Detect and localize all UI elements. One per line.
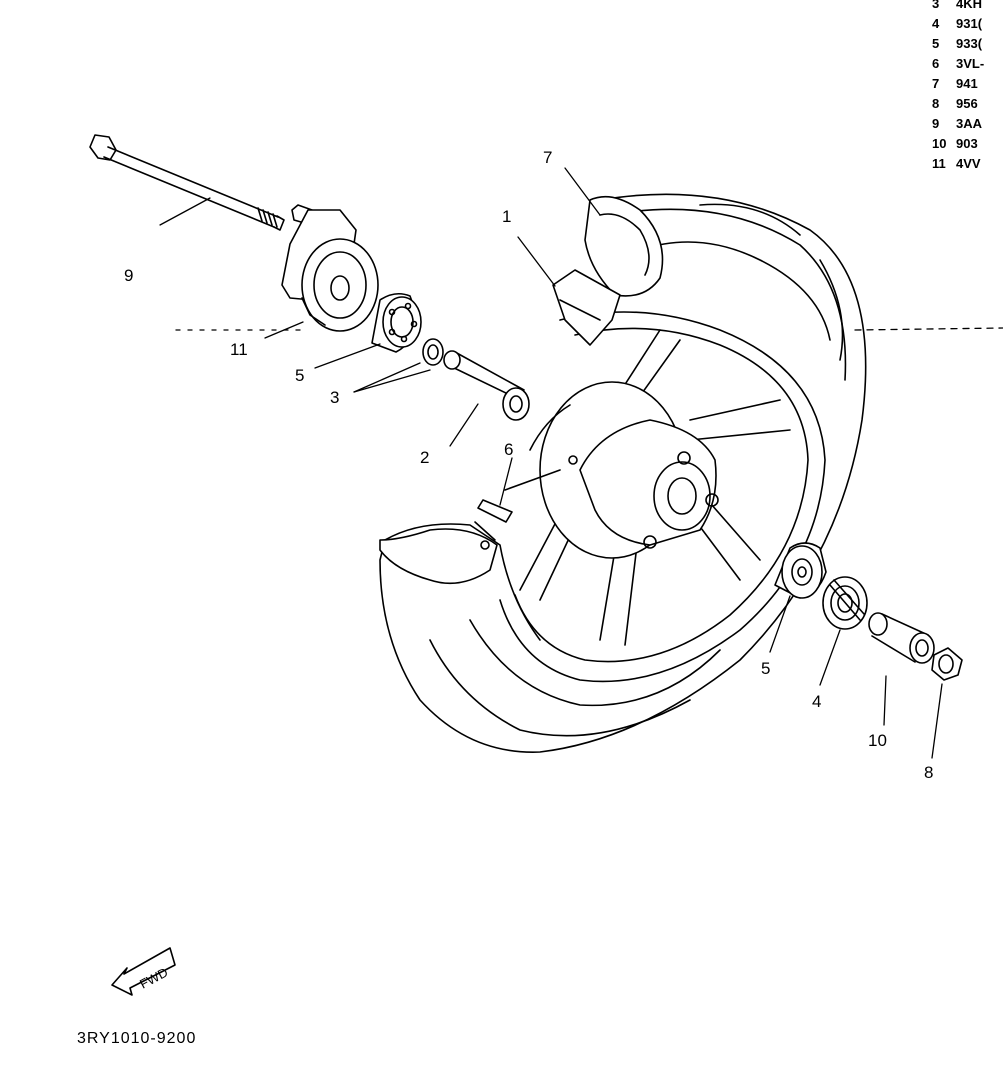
diagram-code: 3RY1010-9200 <box>77 1030 197 1047</box>
legend-ref-number: 9 <box>932 116 940 131</box>
legend-row: 10 903 <box>926 134 1003 154</box>
callout-1: 1 <box>502 207 511 226</box>
legend-row: 6 3VL- <box>926 54 1003 74</box>
callout-7: 7 <box>543 148 552 167</box>
axle-part-9 <box>89 134 285 231</box>
legend-row: 9 3AA <box>926 114 1003 134</box>
legend-ref-number: 3 <box>932 0 940 11</box>
leader-lines <box>159 167 1003 759</box>
callout-9: 9 <box>124 266 133 285</box>
legend-row: 5 933( <box>926 34 1003 54</box>
oil-seal-part-4 <box>822 576 868 630</box>
bolt-part-6 <box>474 499 513 550</box>
callout-5-left: 5 <box>295 366 304 385</box>
legend-part-code: 4VV <box>956 156 981 171</box>
bearing-part-5-left <box>371 292 422 353</box>
spacer-part-2 <box>443 350 530 421</box>
legend-ref-number: 8 <box>932 96 940 111</box>
legend-ref-number: 5 <box>932 36 940 51</box>
legend-row: 11 4VV <box>926 154 1003 174</box>
legend-part-code: 941 <box>956 76 978 91</box>
callout-3: 3 <box>330 388 339 407</box>
legend-part-code: 3VL- <box>956 56 985 71</box>
legend-ref-number: 7 <box>932 76 940 91</box>
callout-10: 10 <box>868 731 887 750</box>
legend-ref-number: 6 <box>932 56 940 71</box>
oil-seal-part-3 <box>422 338 444 366</box>
callout-5-right: 5 <box>761 659 770 678</box>
legend-row: 4 931( <box>926 14 1003 34</box>
nut-part-8 <box>931 647 963 681</box>
callout-2: 2 <box>420 448 429 467</box>
legend-part-code: 933( <box>956 36 983 51</box>
legend-row: 8 956 <box>926 94 1003 114</box>
collar-part-10 <box>868 612 935 664</box>
legend-ref-number: 4 <box>932 16 940 31</box>
legend-row: 3 4KH <box>926 0 1003 14</box>
speedometer-gear-part-11 <box>281 204 379 332</box>
wheel-hub <box>504 381 719 559</box>
callout-11: 11 <box>230 340 248 359</box>
legend-ref-number: 11 <box>932 156 946 171</box>
legend-row: 7 941 <box>926 74 1003 94</box>
legend-part-code: 3AA <box>956 116 983 131</box>
callout-4: 4 <box>812 692 821 711</box>
callout-6: 6 <box>504 440 513 459</box>
legend-part-code: 4KH <box>956 0 983 11</box>
fwd-arrow <box>111 947 176 996</box>
legend-part-code: 956 <box>956 96 978 111</box>
callout-8: 8 <box>924 763 933 782</box>
bearing-part-5-right <box>774 542 827 599</box>
parts-legend: 3 4KH 4 931( 5 933( 6 3VL- 7 941 8 956 9 3AA 10 903 11 4V… <box>926 0 1003 174</box>
legend-ref-number: 10 <box>932 136 947 151</box>
legend-part-code: 931( <box>956 16 983 31</box>
legend-part-code: 903 <box>956 136 978 151</box>
